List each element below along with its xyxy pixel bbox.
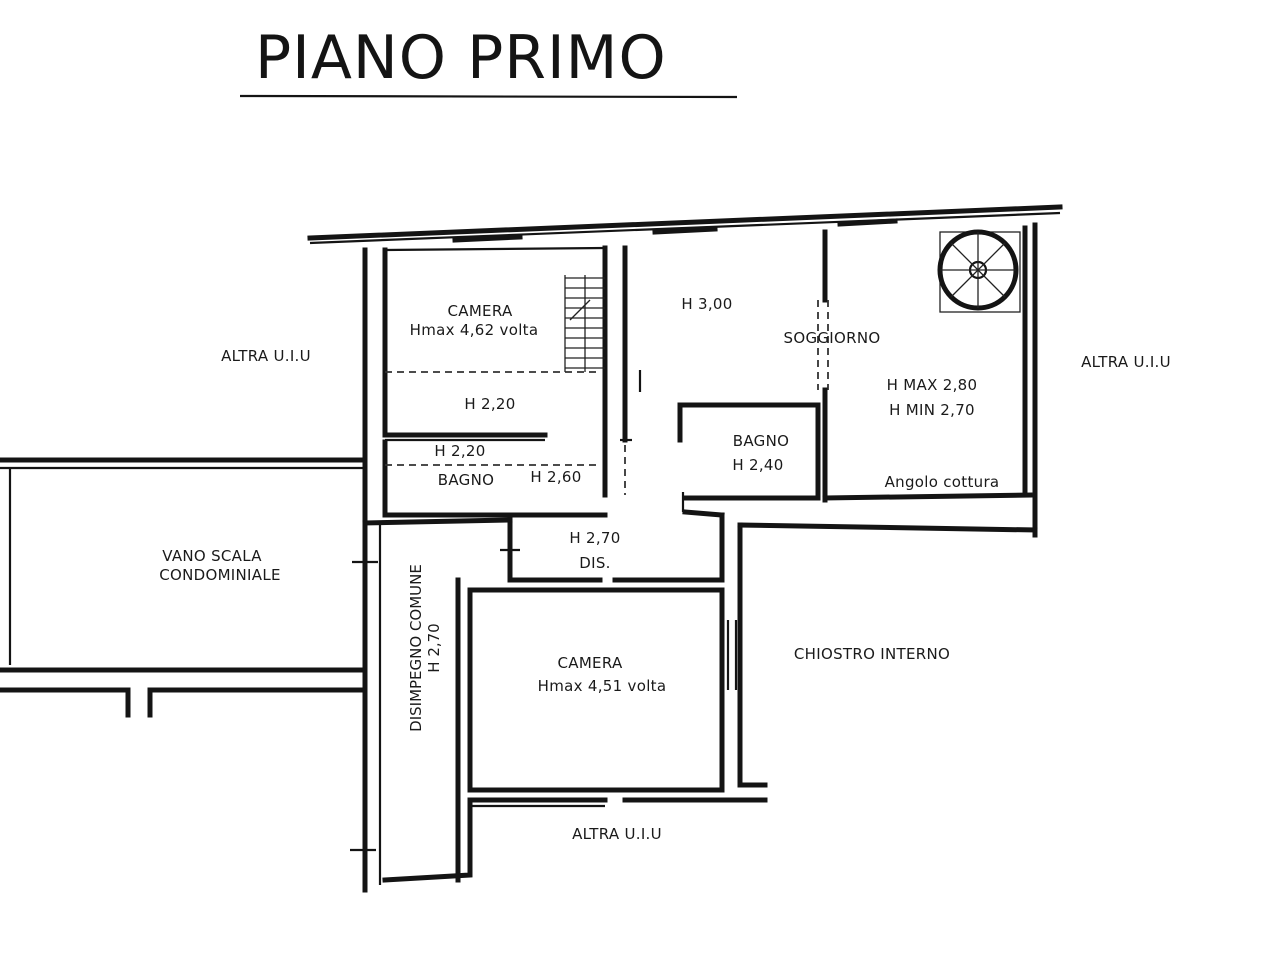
- cucina-name: Angolo cottura: [884, 473, 1000, 491]
- dis-top-right: [682, 509, 725, 518]
- soggiorno-name: SOGGIORNO: [783, 329, 881, 347]
- neighbor-left-label: ALTRA U.I.U: [221, 347, 311, 365]
- disimpegno-comune-name: DISIMPEGNO COMUNE: [407, 564, 425, 732]
- top-wall-window-1: [452, 234, 523, 243]
- neighbor-bottom-label: ALTRA U.I.U: [572, 825, 662, 843]
- camera-1-walls: [382, 247, 548, 438]
- camera-1-name: CAMERA: [447, 302, 513, 320]
- disimpegno-comune-height: H 2,70: [425, 623, 443, 673]
- bagno-2-height: H 2,40: [732, 456, 784, 474]
- disimpegno-comune-label: DISIMPEGNO COMUNE H 2,70: [407, 564, 443, 732]
- spiral-stair: [937, 229, 1021, 313]
- camera-2-height: Hmax 4,51 volta: [537, 677, 667, 695]
- bagno-2-name: BAGNO: [732, 432, 790, 450]
- bagno-1-height-side: H 2,60: [530, 468, 582, 486]
- dis-walls: [507, 517, 603, 583]
- vano-scala-line1: VANO SCALA: [162, 547, 262, 565]
- vano-scala-line2: CONDOMINIALE: [159, 566, 281, 584]
- disimpegno-top-wall: [362, 517, 513, 526]
- top-wall-window-3: [837, 218, 898, 227]
- camera-1-height: Hmax 4,62 volta: [409, 321, 539, 339]
- bagno-2-walls: [677, 402, 821, 501]
- stair-steps: [564, 275, 605, 372]
- top-wall-window-2: [652, 226, 718, 235]
- dis-height: H 2,70: [569, 529, 621, 547]
- soggiorno-height: H 3,00: [681, 295, 733, 313]
- bottom-wall-left: [382, 797, 473, 883]
- cucina-height-max: H MAX 2,80: [886, 376, 978, 394]
- top-wall-outer: [307, 204, 1063, 241]
- camera-2-walls: [467, 587, 725, 793]
- bagno-1-name: BAGNO: [437, 471, 495, 489]
- camera-2-name: CAMERA: [557, 654, 623, 672]
- cucina-height-min: H MIN 2,70: [889, 401, 975, 419]
- camera-1-top: [384, 246, 606, 252]
- chiostro-name: CHIOSTRO INTERNO: [793, 645, 951, 663]
- neighbor-right-label: ALTRA U.I.U: [1081, 353, 1171, 371]
- loft-1-height: H 2,20: [464, 395, 516, 413]
- title-underline: [239, 94, 738, 99]
- bagno-1-walls: [382, 439, 608, 518]
- plan-title: PIANO PRIMO: [255, 23, 667, 93]
- kitchen-bottom-wall: [822, 492, 1033, 501]
- bagno-1-height-top: H 2,20: [434, 442, 486, 460]
- chiostro-top-wall: [737, 522, 1038, 533]
- dis-name: DIS.: [579, 554, 611, 572]
